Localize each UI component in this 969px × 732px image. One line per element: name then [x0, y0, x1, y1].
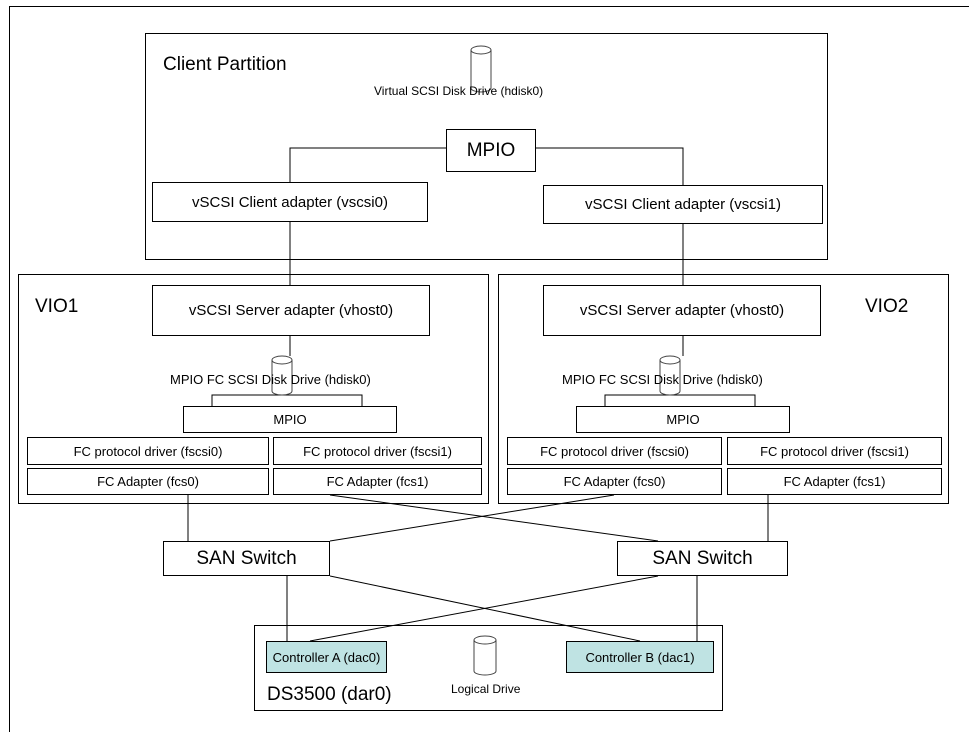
ds3500-storage [254, 625, 723, 711]
client-disk-label: Virtual SCSI Disk Drive (hdisk0) [374, 84, 544, 98]
vio1-fc-adapter-fcs0: FC Adapter (fcs0) [27, 468, 269, 495]
line-vio2-disk-mpio [604, 394, 756, 406]
client-adapter-vscsi0: vSCSI Client adapter (vscsi0) [152, 182, 428, 222]
controller-b: Controller B (dac1) [566, 641, 714, 673]
client-partition-title: Client Partition [163, 54, 287, 75]
san-switch-left: SAN Switch [163, 541, 330, 576]
line-switch-right-ctrl-a [309, 575, 659, 642]
vio2-disk-icon [659, 355, 681, 396]
vio2-server-adapter: vSCSI Server adapter (vhost0) [543, 285, 821, 336]
client-partition [145, 33, 828, 260]
line-vio2-fcs0-switch-left [329, 494, 615, 542]
vio1-fc-driver-fscsi0: FC protocol driver (fscsi0) [27, 437, 269, 465]
ds3500-title: DS3500 (dar0) [267, 684, 392, 705]
controller-a: Controller A (dac0) [266, 641, 387, 673]
client-adapter-vscsi1: vSCSI Client adapter (vscsi1) [543, 185, 823, 224]
vio1-title: VIO1 [35, 296, 79, 317]
vio2-fc-driver-fscsi0: FC protocol driver (fscsi0) [507, 437, 722, 465]
client-mpio: MPIO [446, 129, 536, 172]
vio2-fc-adapter-fcs1: FC Adapter (fcs1) [727, 468, 942, 495]
vio1-fc-adapter-fcs1: FC Adapter (fcs1) [273, 468, 482, 495]
vio1-partition [18, 274, 489, 504]
vio1-server-adapter: vSCSI Server adapter (vhost0) [152, 285, 430, 336]
logical-drive-icon [473, 635, 497, 676]
vio1-mpio: MPIO [183, 406, 397, 433]
line-vio1-fcs1-switch-right [329, 494, 659, 542]
vio1-disk-icon [271, 355, 293, 396]
vio2-fc-driver-fscsi1: FC protocol driver (fscsi1) [727, 437, 942, 465]
client-disk-icon [470, 45, 492, 93]
vio2-disk-label: MPIO FC SCSI Disk Drive (hdisk0) [562, 372, 763, 387]
page-frame [9, 6, 969, 732]
vio1-fc-driver-fscsi1: FC protocol driver (fscsi1) [273, 437, 482, 465]
line-mpio-vscsi1 [536, 147, 684, 185]
vio2-partition [498, 274, 949, 504]
line-vio1-disk-mpio [211, 394, 363, 406]
logical-drive-label: Logical Drive [451, 682, 521, 696]
vio2-title: VIO2 [865, 296, 909, 317]
line-mpio-vscsi0 [289, 147, 446, 182]
san-switch-right: SAN Switch [617, 541, 788, 576]
vio1-disk-label: MPIO FC SCSI Disk Drive (hdisk0) [170, 372, 371, 387]
vio2-fc-adapter-fcs0: FC Adapter (fcs0) [507, 468, 722, 495]
vio2-mpio: MPIO [576, 406, 790, 433]
